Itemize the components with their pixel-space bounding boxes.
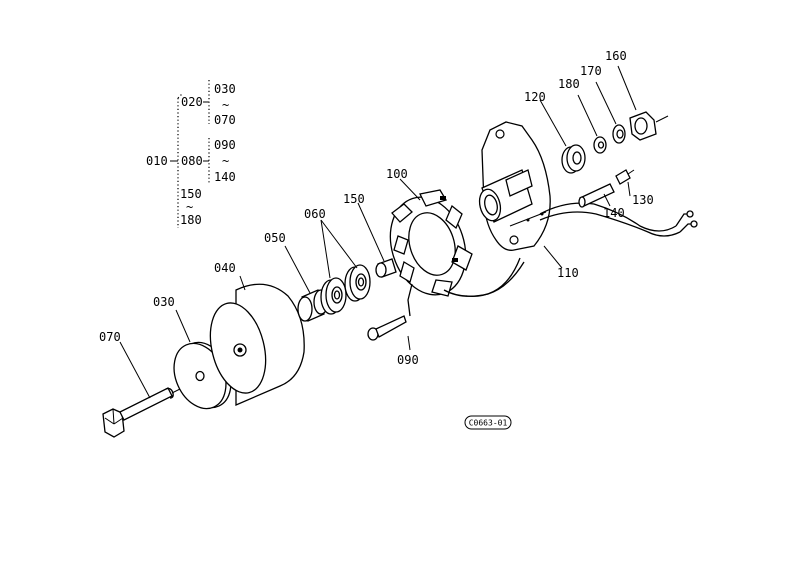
part-bolt-130 (615, 169, 635, 185)
callout-060: 060 (304, 207, 326, 221)
tree-root: 010 (146, 154, 168, 168)
part-bearing-060b (344, 264, 371, 302)
assembly-tree: 010 020 030 ~ 070 080 090 ~ 140 150 ~ 18… (146, 80, 236, 228)
tree-tilde: ~ (186, 200, 193, 214)
callout-120: 120 (524, 90, 546, 104)
tree-node-020: 020 (181, 95, 203, 109)
tree-node-090: 090 (214, 138, 236, 152)
tree-node-080: 080 (181, 154, 203, 168)
callout-160: 160 (605, 49, 627, 63)
callout-040: 040 (214, 261, 236, 275)
callout-030: 030 (153, 295, 175, 309)
part-sleeve-140 (578, 183, 615, 208)
callout-070: 070 (99, 330, 121, 344)
tree-node-140: 140 (214, 170, 236, 184)
tree-tilde: ~ (222, 98, 229, 112)
part-bearing-060a (320, 277, 347, 315)
part-washer-170 (612, 124, 626, 144)
callout-130: 130 (632, 193, 654, 207)
callout-170: 170 (580, 64, 602, 78)
callout-090: 090 (397, 353, 419, 367)
tree-node-030: 030 (214, 82, 236, 96)
tree-node-070: 070 (214, 113, 236, 127)
part-spacer-150 (375, 258, 397, 278)
tree-node-150: 150 (180, 187, 202, 201)
tree-tilde: ~ (222, 154, 229, 168)
callout-110: 110 (557, 266, 579, 280)
part-housing-110 (465, 121, 698, 297)
leader-lines (119, 65, 637, 399)
part-bearing-120 (561, 144, 586, 174)
tree-node-180: 180 (180, 213, 202, 227)
part-stator-100 (389, 189, 525, 317)
part-screw-090 (367, 315, 407, 341)
callout-100: 100 (386, 167, 408, 181)
callout-150: 150 (343, 192, 365, 206)
part-pulley-040 (209, 283, 305, 406)
part-nut-160 (629, 111, 669, 141)
part-washer-180 (593, 136, 607, 154)
callout-180: 180 (558, 77, 580, 91)
part-bolt-070 (102, 380, 197, 438)
reference-code: C0663-01 (469, 419, 508, 428)
callout-140: 140 (603, 206, 625, 220)
callout-050: 050 (264, 231, 286, 245)
reference-badge: C0663-01 (464, 415, 512, 430)
callout-labels: 070 030 040 050 060 150 100 120 180 170 … (99, 49, 654, 367)
